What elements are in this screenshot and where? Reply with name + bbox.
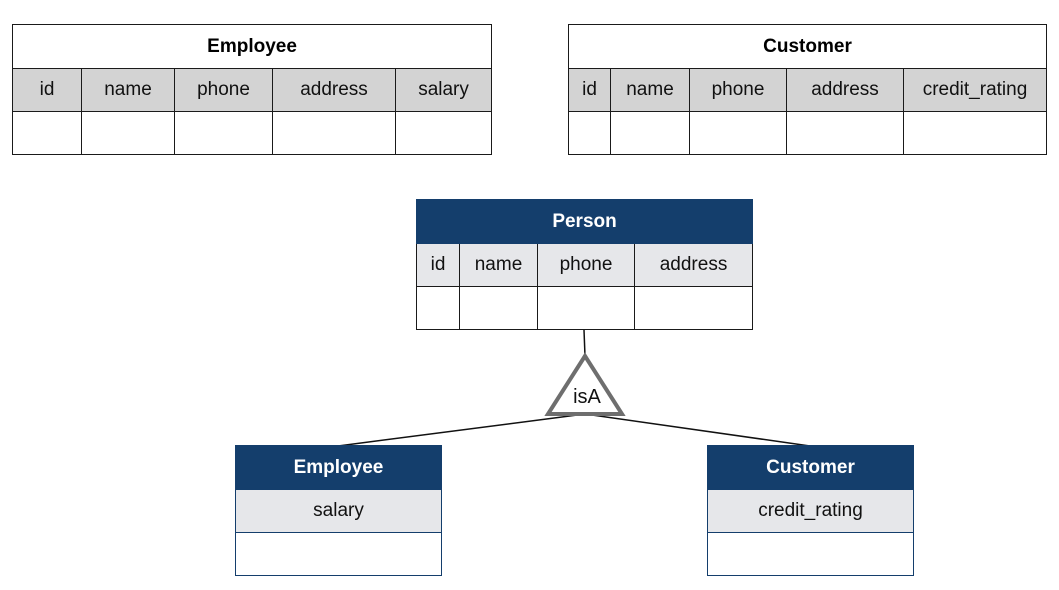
column-header: phone [174,68,273,112]
customer-subtype-table: Customer credit_rating [707,445,914,576]
column-header: phone [689,68,787,112]
empty-cell [416,286,460,330]
empty-cell [568,111,611,155]
empty-cell [903,111,1047,155]
empty-cell [633,286,754,330]
empty-cell [786,111,904,155]
empty-cell [81,111,175,155]
empty-cell [235,532,442,576]
column-header: salary [394,68,493,112]
empty-cell [459,286,538,330]
employee-table-title: Employee [11,24,493,69]
column-header: id [416,243,460,287]
employee-table-flat: Employee id name phone address salary [11,24,493,155]
isa-triangle [544,352,626,416]
column-header: address [786,68,904,112]
empty-cell [174,111,273,155]
column-header: name [610,68,690,112]
customer-subtype-title: Customer [707,445,914,490]
empty-cell [272,111,396,155]
employee-subtype-title: Employee [235,445,442,490]
column-header: name [81,68,175,112]
employee-subtype-table: Employee salary [235,445,442,576]
customer-table-flat: Customer id name phone address credit_ra… [568,24,1047,155]
person-to-isa-line [583,329,586,357]
column-header: name [459,243,538,287]
isa-to-employee-line [337,413,586,447]
empty-cell [610,111,690,155]
person-table: Person id name phone address [415,199,754,330]
column-header: id [12,68,82,112]
isa-label: isA [573,386,601,408]
column-header: address [272,68,396,112]
empty-cell [12,111,82,155]
column-header: address [633,243,754,287]
isa-to-customer-line [584,413,811,447]
column-header: id [568,68,611,112]
person-table-title: Person [415,199,754,244]
column-header: credit_rating [707,489,914,533]
empty-cell [707,532,914,576]
customer-table-title: Customer [568,24,1047,69]
column-header: salary [235,489,442,533]
empty-cell [689,111,787,155]
empty-cell [394,111,493,155]
column-header: phone [537,243,635,287]
empty-cell [537,286,635,330]
column-header: credit_rating [903,68,1047,112]
